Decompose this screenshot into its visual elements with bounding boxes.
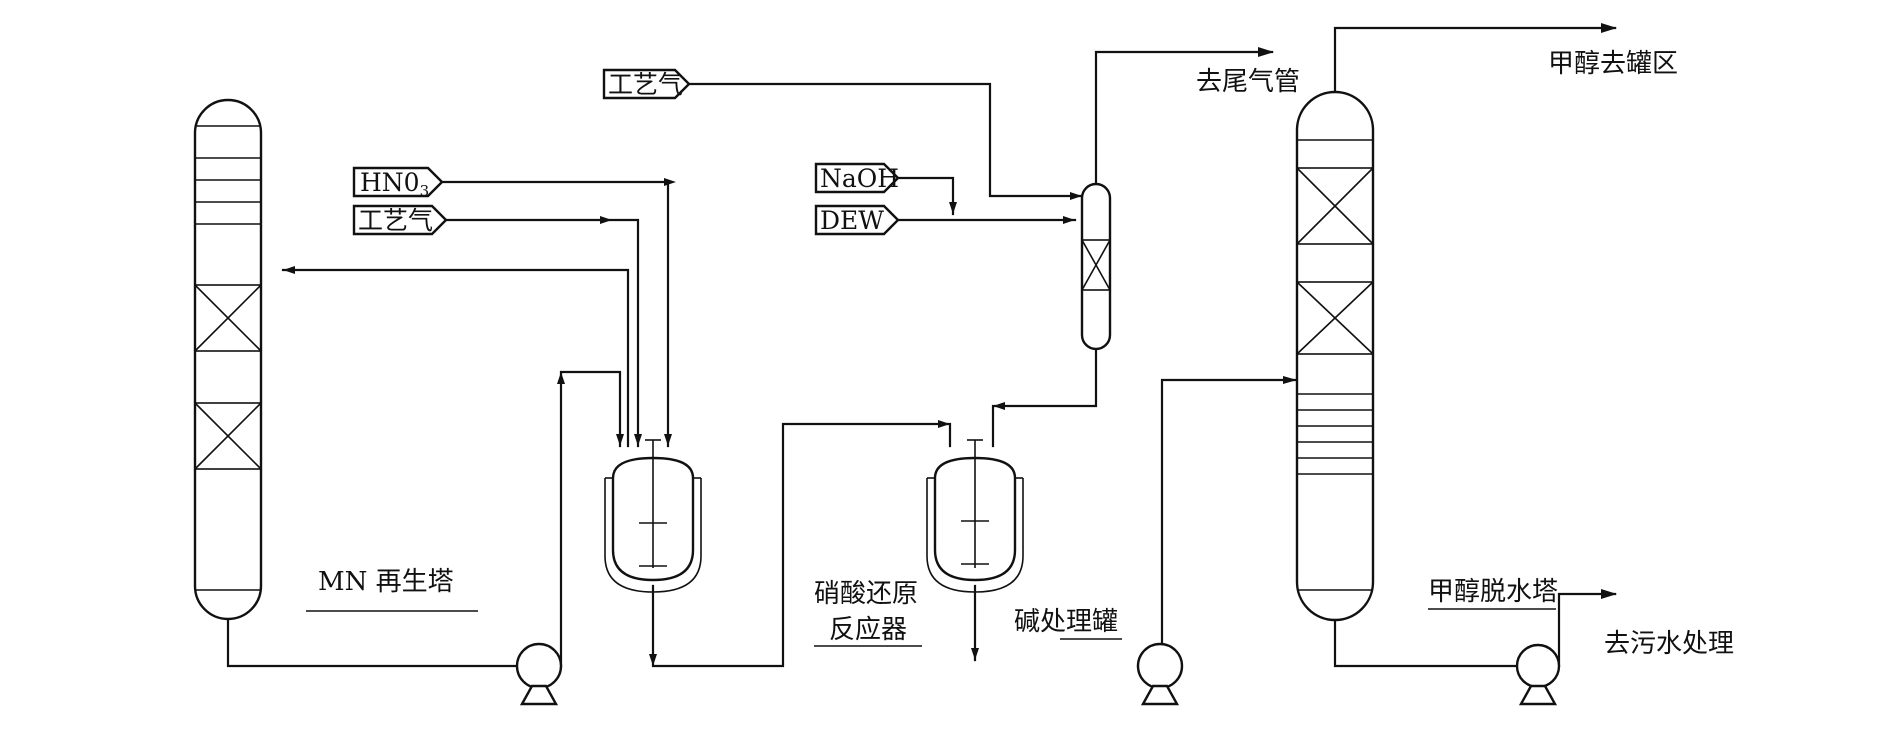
pipe-naoh: [896, 176, 955, 216]
arrow-pump1-up: [557, 372, 565, 384]
arrow-scrubber-to-alkali: [993, 402, 1005, 410]
pipe-reactor-to-mn: [281, 268, 630, 448]
arrow-to-methanol-tower: [1283, 376, 1297, 384]
pump-2: [1136, 642, 1184, 706]
mn-packing-2: [194, 402, 262, 470]
nitric-reactor-label-line2: 反应器: [829, 615, 907, 645]
pipe-to-tank-area: [1333, 26, 1617, 94]
alkali-jacket: [926, 478, 1024, 593]
reactor-jacket: [604, 478, 702, 593]
arrow-process-gas-left: [600, 216, 612, 224]
nitric-reduction-reactor: [604, 439, 702, 593]
alkali-treatment-tank: [926, 439, 1024, 593]
arrow-to-alkali: [938, 420, 950, 428]
mn-tower-shell: [193, 98, 263, 621]
arrow-hno3: [664, 178, 676, 186]
mn-regen-tower-label: MN 再生塔: [318, 567, 454, 597]
pipe-process-gas-top: [687, 82, 1084, 198]
arrow-dew: [1063, 216, 1075, 224]
stream-tag-process-gas-left: 工艺气: [352, 204, 448, 236]
mn-packing-1: [194, 284, 262, 352]
stream-tag-dew: DEW: [814, 204, 900, 236]
pipe-mn-bottom-to-pump1: [226, 595, 519, 668]
dew-label: DEW: [820, 206, 884, 235]
methanol-tower-label: 甲醇脱水塔: [1428, 577, 1558, 607]
pipe-to-wastewater: [1557, 592, 1617, 668]
pipe-hno3: [440, 180, 670, 448]
arrow-naoh-down: [949, 202, 957, 214]
process-gas-top-label: 工艺气: [608, 70, 683, 99]
mn-regen-tower: [193, 98, 263, 621]
arrow-reactor-out: [649, 654, 657, 666]
to-tank-area-label: 甲醇去罐区: [1548, 49, 1678, 79]
pipe-to-tail-gas: [1094, 50, 1274, 186]
to-wastewater-label: 去污水处理: [1604, 629, 1734, 659]
pipe-pump1-to-reactor: [559, 370, 622, 668]
arrow-tail-gas: [1258, 47, 1274, 57]
pump-3: [1515, 643, 1561, 706]
flow-arrows: [283, 23, 1617, 666]
naoh-label: NaOH: [820, 164, 899, 193]
pipe-pump2-to-methanol-tower: [1136, 378, 1299, 668]
stream-tag-hno3: HN03: [352, 166, 444, 200]
pipe-reactor-bottom: [651, 422, 952, 668]
scrubber-column: [1080, 182, 1112, 351]
alkali-tank-label: 碱处理罐: [1014, 607, 1118, 637]
arrow-alkali-bottom: [971, 648, 979, 660]
piping: [226, 26, 1617, 668]
nitric-reactor-label-line1: 硝酸还原: [814, 579, 918, 609]
stream-tag-process-gas-top: 工艺气: [602, 68, 691, 100]
to-tail-gas-label: 去尾气管: [1196, 67, 1300, 97]
arrow-to-tank-area: [1601, 23, 1617, 33]
arrow-hno3-down: [664, 434, 672, 446]
process-gas-left-label: 工艺气: [358, 206, 433, 235]
svg-text:HN03: HN03: [360, 168, 429, 200]
methanol-packing-2: [1296, 281, 1374, 355]
pipe-methanol-bottom: [1333, 616, 1519, 668]
stream-tag-naoh: NaOH: [814, 162, 900, 194]
pump-1: [515, 642, 563, 706]
arrow-to-wastewater: [1601, 589, 1617, 599]
scrubber-packing: [1081, 239, 1111, 291]
methanol-packing-1: [1296, 167, 1374, 245]
methanol-dehydration-tower: [1295, 90, 1375, 622]
arrow-to-mn-tower: [283, 266, 295, 274]
hno3-label: HN0: [360, 168, 420, 197]
hno3-subscript: 3: [420, 182, 430, 200]
pipe-process-gas-left: [444, 218, 640, 448]
arrow-pump1-in: [616, 434, 624, 446]
arrow-gas-down: [634, 434, 642, 446]
arrow-process-gas-top: [1070, 192, 1082, 200]
methanol-tower-shell: [1295, 90, 1375, 622]
pipe-scrubber-to-alkali: [991, 347, 1098, 448]
